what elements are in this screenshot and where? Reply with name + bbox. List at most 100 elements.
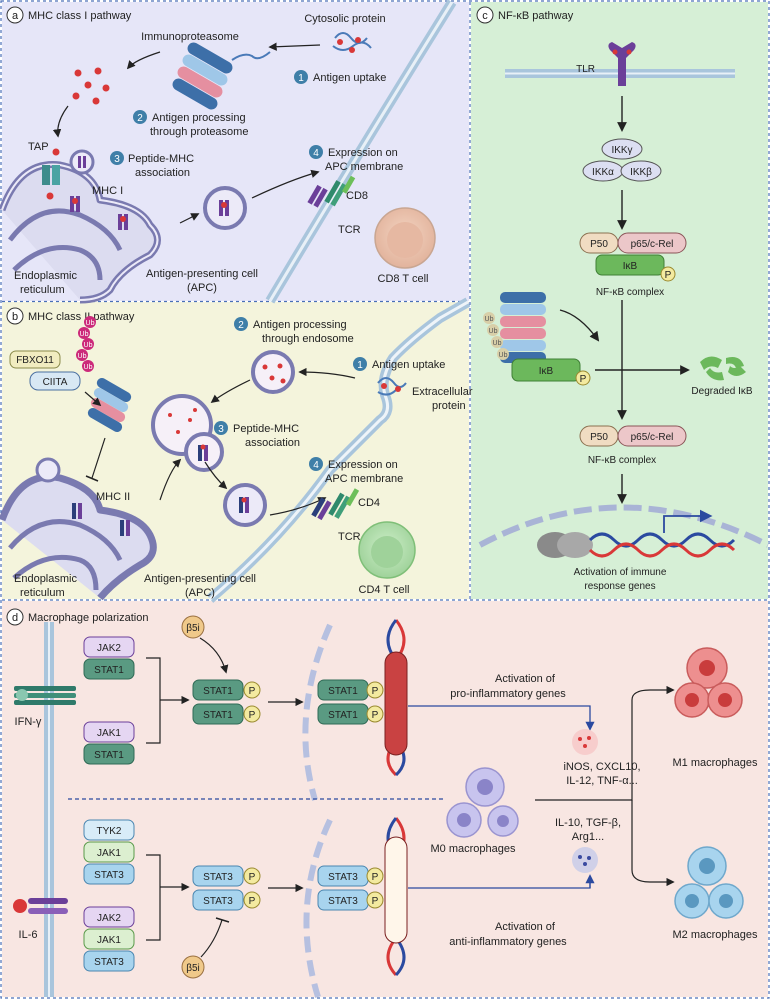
tlr-label: TLR — [576, 64, 595, 75]
step-a1-circle — [294, 70, 308, 84]
phospho-d-6 — [243, 891, 261, 909]
apc-label-b-line1: Antigen-presenting cell — [144, 573, 256, 585]
step-b1-label: Antigen uptake — [372, 359, 445, 371]
svg-text:P: P — [372, 896, 379, 907]
ubiquitin-chain-c: Ub Ub Ub Ub — [483, 312, 509, 360]
svg-text:Ub: Ub — [80, 331, 89, 338]
step-b3-line2: association — [245, 437, 300, 449]
mhc-i-label: MHC I — [92, 185, 123, 197]
arrow-proteasome-to-ikb — [559, 309, 600, 342]
step-b3-number: 3 — [218, 424, 224, 435]
ikb-box-1 — [595, 254, 665, 276]
step-b3-circle — [214, 421, 228, 435]
p65-box-2 — [617, 425, 687, 447]
jak1-box-bottom-2 — [83, 928, 135, 950]
step-b1-number: 1 — [357, 360, 363, 371]
arrow-b5i-to-stat1 — [199, 637, 229, 674]
svg-text:Ub: Ub — [78, 353, 87, 360]
cytosolic-protein-label: Cytosolic protein — [304, 13, 385, 25]
step-b4-line1: Expression on — [328, 459, 398, 471]
ikb-box-free — [511, 358, 581, 382]
arrow-to-m2 — [631, 800, 675, 887]
b5i-bottom-label: β5i — [186, 963, 200, 974]
svg-text:IKKβ: IKKβ — [630, 167, 652, 178]
panel-b: b MHC class II pathway Extracellular pro… — [0, 297, 473, 603]
vesicle-small-a — [69, 149, 95, 175]
m2-macrophages-icon — [674, 846, 744, 919]
stat3-dimer-2 — [192, 889, 244, 911]
phospho-d-5 — [243, 867, 261, 885]
tcr-mhc-complex-b — [311, 488, 360, 521]
step-b4-circle — [309, 457, 323, 471]
panel-d-title: Macrophage polarization — [28, 612, 148, 624]
svg-text:P: P — [372, 686, 379, 697]
panel-d: d Macrophage polarization IFN-γ IL-6 JAK… — [6, 608, 758, 998]
nuclear-membrane-d-bottom — [303, 818, 333, 998]
vesicle-small-b — [35, 457, 61, 483]
step-a2-line1: Antigen processing — [152, 112, 246, 124]
phospho-d-3 — [366, 681, 384, 699]
stat3-box-bottom-1 — [83, 863, 135, 885]
step-a3-circle — [110, 151, 124, 165]
svg-text:STAT1: STAT1 — [203, 686, 233, 697]
svg-text:P: P — [249, 872, 256, 883]
panel-d-letter-circle — [6, 608, 24, 626]
arrow-proteasome-to-peptides — [126, 51, 161, 70]
pro-inflammatory-line1: Activation of — [495, 673, 556, 685]
arrow-to-m1 — [535, 685, 675, 801]
fbxo11-box — [9, 350, 61, 369]
arrow-fusion-to-vesicle-b — [204, 461, 228, 490]
panel-a-letter: a — [12, 10, 19, 22]
svg-text:P: P — [665, 270, 672, 281]
step-b4-line2: APC membrane — [325, 473, 403, 485]
svg-text:STAT1: STAT1 — [328, 686, 358, 697]
step-a4-line1: Expression on — [328, 147, 398, 159]
svg-text:p65/c-Rel: p65/c-Rel — [631, 239, 674, 250]
svg-text:IKKγ: IKKγ — [611, 145, 632, 156]
panel-c-letter-circle — [476, 6, 494, 24]
tlr-receptor-icon — [608, 42, 636, 86]
step-a3-number: 3 — [114, 154, 120, 165]
b5i-top-circle — [181, 615, 205, 639]
svg-text:Ub: Ub — [84, 364, 93, 371]
arrow-er-to-vesicle-a — [179, 213, 200, 224]
cd4-t-cell-label: CD4 T cell — [359, 584, 410, 596]
stat1-box-top-1 — [83, 658, 135, 680]
svg-text:JAK2: JAK2 — [97, 643, 121, 654]
m2-cytokines-line2: Arg1... — [572, 831, 604, 843]
panel-c-title: NF-κB pathway — [498, 10, 574, 22]
svg-text:Ub: Ub — [86, 320, 95, 327]
arrow-ciita-to-proteasome — [84, 391, 102, 407]
jak2-box-bottom — [83, 906, 135, 928]
apc-membrane-a-inner — [268, 1, 454, 302]
m2-macrophages-label: M2 macrophages — [673, 929, 758, 941]
tcr-label-b: TCR — [338, 531, 361, 543]
stat1-dimer-2 — [192, 703, 244, 725]
anti-inflammatory-line2: anti-inflammatory genes — [449, 936, 567, 948]
step-a3-line2: association — [135, 167, 190, 179]
svg-text:IKKα: IKKα — [592, 167, 614, 178]
m1-cytokines-line1: iNOS, CXCL10, — [563, 761, 640, 773]
er-label-b-line2: reticulum — [20, 587, 65, 599]
il6-label: IL-6 — [19, 929, 38, 941]
tcr-mhc-complex-a — [307, 175, 356, 208]
stat3-box-bottom-2 — [83, 950, 135, 972]
ciita-label: CIITA — [43, 377, 68, 388]
arrow-endosome-to-fusion — [210, 379, 251, 404]
pro-inflammatory-line2: pro-inflammatory genes — [450, 688, 566, 700]
m1-macrophages-icon — [674, 647, 743, 718]
ikk-gamma — [601, 138, 643, 160]
fused-compartment — [151, 394, 224, 472]
svg-text:Ub: Ub — [493, 340, 502, 347]
il6-receptor-icon — [13, 898, 68, 914]
ikk-beta — [620, 160, 662, 182]
nfkb-complex-label-2: NF-κB complex — [588, 455, 656, 466]
arrow-peptides-to-tap — [52, 105, 69, 138]
er-label-a-line1: Endoplasmic — [14, 270, 77, 282]
svg-text:P: P — [249, 896, 256, 907]
immunoproteasome-icon — [172, 42, 271, 110]
tcr-label-a: TCR — [338, 224, 361, 236]
er-label-b-line1: Endoplasmic — [14, 573, 77, 585]
fbxo11-label: FBXO11 — [16, 355, 54, 366]
